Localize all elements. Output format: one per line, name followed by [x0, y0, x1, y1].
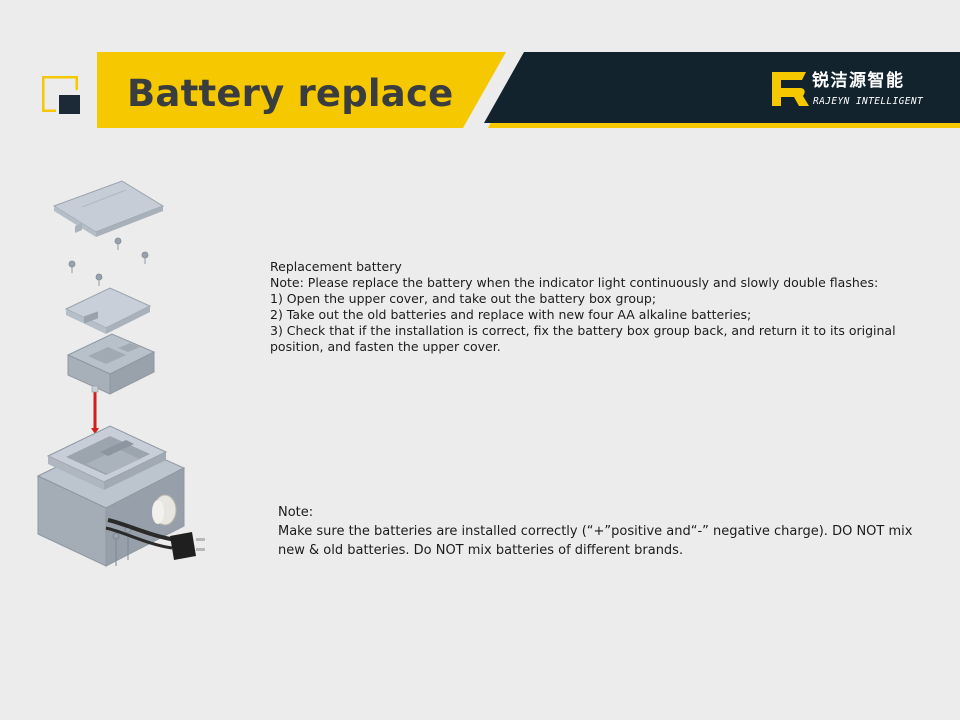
- note-heading: Note:: [278, 505, 314, 520]
- page-title: Battery replace: [127, 72, 454, 115]
- note-text: Make sure the batteries are installed co…: [278, 524, 913, 558]
- power-cord-illustration: [105, 518, 205, 560]
- instruction-line: 1) Open the upper cover, and take out th…: [270, 291, 657, 306]
- note-block: Note: Make sure the batteries are instal…: [278, 503, 918, 560]
- housing-illustration: [36, 425, 186, 567]
- instruction-line: 3) Check that if the installation is cor…: [270, 323, 896, 354]
- brand-logo-icon: [772, 72, 809, 106]
- header-graphics: [42, 52, 960, 128]
- brand-name-en: RAJEYN INTELLIGENT: [813, 96, 924, 107]
- red-wire-illustration: [91, 385, 99, 434]
- screws-illustration: [68, 237, 149, 286]
- brand-name-cn: 锐洁源智能: [812, 71, 905, 91]
- brand-band: [484, 52, 960, 123]
- instructions-heading: Replacement battery: [270, 259, 402, 274]
- instructions-block: Replacement battery Note: Please replace…: [270, 259, 930, 355]
- instruction-line: Note: Please replace the battery when th…: [270, 275, 879, 290]
- header-banner: Battery replace 锐洁源智能 RAJEYN INTELLIGENT: [0, 0, 960, 140]
- battery-lid-illustration: [64, 287, 152, 334]
- battery-box-exploded-view: [36, 180, 205, 567]
- square-mark-icon: [42, 76, 80, 114]
- knob-illustration: [152, 494, 177, 526]
- battery-box-group-illustration: [66, 311, 156, 395]
- upper-cover-illustration: [52, 180, 165, 237]
- instruction-line: 2) Take out the old batteries and replac…: [270, 307, 752, 322]
- title-band: [97, 52, 506, 128]
